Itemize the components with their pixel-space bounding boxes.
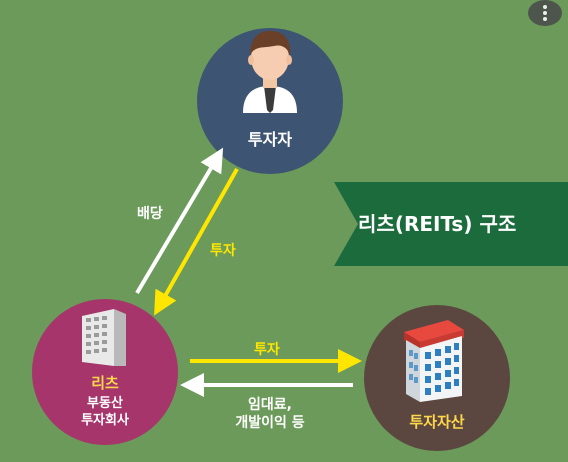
investor-label: 투자자 <box>247 130 293 149</box>
asset-label: 투자자산 <box>409 413 465 431</box>
reits-subtitle-line2: 투자회사 <box>81 413 129 428</box>
invest-to-reits-label: 투자 <box>210 243 236 259</box>
more-dot <box>543 11 547 15</box>
rent-return-label: 임대료, 개발이익 등 <box>210 396 330 432</box>
person-icon <box>243 30 297 113</box>
apartment-building-icon <box>404 320 464 402</box>
rent-label-line2: 개발이익 등 <box>235 415 305 431</box>
reits-title: 리츠 <box>91 374 119 392</box>
more-dot <box>543 17 547 21</box>
dividend-arrow <box>135 147 224 295</box>
banner-title: 리츠(REITs) 구조 <box>358 212 517 236</box>
rent-label-line1: 임대료, <box>248 397 292 413</box>
title-banner <box>334 182 568 266</box>
more-options-button[interactable] <box>528 0 562 26</box>
invest-to-reits-arrow <box>154 168 239 316</box>
office-building-icon <box>82 309 126 366</box>
invest-to-asset-label: 투자 <box>254 342 280 358</box>
more-vertical-icon <box>543 5 547 9</box>
reits-subtitle-line1: 부동산 <box>87 396 123 411</box>
reits-subtitle: 부동산 투자회사 <box>32 395 178 429</box>
dividend-label: 배당 <box>137 206 163 222</box>
